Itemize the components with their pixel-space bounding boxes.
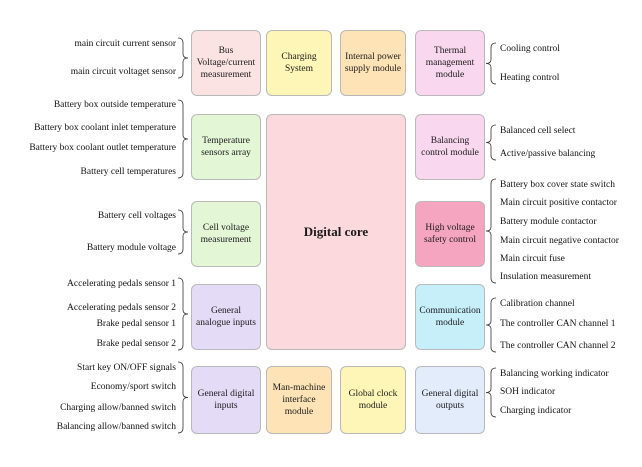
man-machine-interface-module: Man-machine interface module bbox=[266, 366, 332, 434]
label-accel-pedal-1: Accelerating pedals sensor 1 bbox=[67, 279, 176, 289]
brace-temperature-inputs bbox=[177, 99, 189, 179]
label-charging-indicator: Charging indicator bbox=[500, 406, 572, 416]
high-voltage-safety-module: High voltage safety control bbox=[415, 201, 485, 267]
brace-analogue-inputs bbox=[177, 277, 189, 351]
balancing-control-module: Balancing control module bbox=[415, 114, 485, 180]
label-charging-allow: Charging allow/banned switch bbox=[60, 403, 176, 413]
label-can-channel-1: The controller CAN channel 1 bbox=[500, 319, 616, 329]
label-accel-pedal-2: Accelerating pedals sensor 2 bbox=[67, 303, 176, 313]
brace-digital-inputs bbox=[177, 361, 189, 434]
label-cell-temperatures: Battery cell temperatures bbox=[80, 167, 176, 177]
label-heating-control: Heating control bbox=[500, 73, 560, 83]
digital-inputs-module: General digital inputs bbox=[191, 366, 261, 434]
brace-bus-inputs bbox=[177, 37, 189, 79]
label-positive-contactor: Main circuit positive contactor bbox=[500, 198, 617, 208]
digital-core: Digital core bbox=[266, 114, 406, 350]
thermal-management-module: Thermal management module bbox=[415, 30, 485, 96]
label-calibration-channel: Calibration channel bbox=[500, 299, 575, 309]
bus-voltage-module: Bus Voltage/current measurement bbox=[191, 30, 261, 96]
label-balancing-working-indicator: Balancing working indicator bbox=[500, 369, 609, 379]
label-main-circuit-current-sensor: main circuit current sensor bbox=[74, 39, 176, 49]
label-box-cover-switch: Battery box cover state switch bbox=[500, 180, 616, 190]
label-economy-sport: Economy/sport switch bbox=[90, 382, 176, 392]
brace-communication-outputs bbox=[485, 297, 497, 353]
cell-voltage-module: Cell voltage measurement bbox=[191, 201, 261, 267]
brace-thermal-outputs bbox=[485, 42, 497, 85]
label-brake-pedal-1: Brake pedal sensor 1 bbox=[96, 319, 176, 329]
label-soh-indicator: SOH indicator bbox=[500, 387, 556, 397]
label-start-key: Start key ON/OFF signals bbox=[77, 363, 176, 373]
temperature-sensors-module: Temperature sensors array bbox=[191, 114, 261, 180]
brace-balancing-outputs bbox=[485, 124, 497, 161]
digital-outputs-module: General digital outputs bbox=[415, 366, 485, 434]
internal-power-module: Internal power supply module bbox=[340, 30, 406, 96]
label-negative-contactor: Main circuit negative contactor bbox=[500, 236, 619, 246]
label-active-passive-balancing: Active/passive balancing bbox=[500, 149, 596, 159]
label-brake-pedal-2: Brake pedal sensor 2 bbox=[96, 339, 176, 349]
charging-system-module: Charging System bbox=[266, 30, 332, 96]
label-module-contactor: Battery module contactor bbox=[500, 217, 597, 227]
analogue-inputs-module: General analogue inputs bbox=[191, 284, 261, 350]
brace-cell-voltage-inputs bbox=[177, 209, 189, 255]
communication-module: Communication module bbox=[415, 284, 485, 350]
global-clock-module: Global clock module bbox=[340, 366, 406, 434]
label-cooling-control: Cooling control bbox=[500, 44, 560, 54]
label-can-channel-2: The controller CAN channel 2 bbox=[500, 341, 616, 351]
label-insulation-measurement: Insulation measurement bbox=[500, 272, 592, 282]
label-coolant-inlet-temperature: Battery box coolant inlet temperature bbox=[34, 123, 176, 133]
label-cell-voltages: Battery cell voltages bbox=[97, 211, 176, 221]
label-main-circuit-fuse: Main circuit fuse bbox=[500, 254, 565, 264]
brace-digital-outputs bbox=[485, 367, 497, 418]
label-main-circuit-voltage-sensor: main circuit voltaget sensor bbox=[70, 67, 176, 77]
brace-high-voltage-outputs bbox=[485, 178, 497, 284]
label-coolant-outlet-temperature: Battery box coolant outlet temperature bbox=[29, 143, 176, 153]
label-balancing-allow: Balancing allow/banned switch bbox=[56, 422, 176, 432]
label-outside-temperature: Battery box outside temperature bbox=[53, 100, 176, 110]
label-balanced-cell-select: Balanced cell select bbox=[500, 126, 576, 136]
label-module-voltage: Battery module voltage bbox=[86, 243, 176, 253]
